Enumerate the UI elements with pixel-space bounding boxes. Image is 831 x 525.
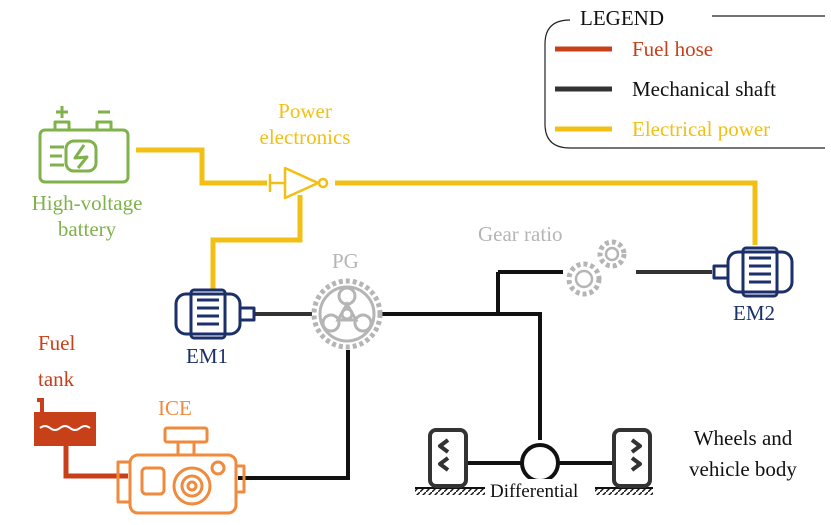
wheel-icon-right xyxy=(612,428,652,488)
legend-label-mechanical-shaft: Mechanical shaft xyxy=(632,77,777,101)
power-electronics-label-line2: electronics xyxy=(259,125,351,149)
battery-label: High-voltage battery xyxy=(0,190,174,242)
em2-label: EM2 xyxy=(733,301,775,325)
em1-motor-icon xyxy=(174,288,256,340)
wheel-icon-left xyxy=(428,428,468,488)
legend-label-electrical-power: Electrical power xyxy=(632,117,771,141)
fuel-hose xyxy=(63,445,128,479)
wheels-label: Wheels and vehicle body xyxy=(655,425,831,482)
planetary-gear-icon xyxy=(311,278,383,350)
legend xyxy=(544,15,825,149)
legend-title: LEGEND xyxy=(574,5,670,31)
battery-label-line2: battery xyxy=(57,217,117,241)
fuel-tank-label-line2: tank xyxy=(38,367,75,391)
inverter-icon xyxy=(268,166,329,200)
fuel-tank-label: Fuel tank xyxy=(38,330,75,392)
wheels-label-line1: Wheels and xyxy=(693,426,793,450)
em2-motor-icon xyxy=(712,246,794,298)
power-electronics-label: Power electronics xyxy=(240,98,370,150)
legend-label-fuel-hose: Fuel hose xyxy=(632,37,714,61)
em1-label: EM1 xyxy=(186,344,228,368)
differential-label: Differential xyxy=(488,479,581,505)
pg-label: PG xyxy=(332,249,359,273)
fuel-tank-label-line1: Fuel xyxy=(38,331,76,355)
electrical-power-lines xyxy=(136,147,758,290)
battery-label-line1: High-voltage xyxy=(31,191,143,215)
ice-label: ICE xyxy=(158,396,192,420)
mechanical-shafts xyxy=(255,270,712,316)
wheels-label-line2: vehicle body xyxy=(689,457,797,481)
battery-icon xyxy=(38,106,130,184)
power-electronics-label-line1: Power xyxy=(278,99,332,123)
gears-icon xyxy=(566,239,627,297)
engine-icon xyxy=(116,426,246,515)
gear-ratio-label: Gear ratio xyxy=(478,222,563,246)
fuel-tank-icon xyxy=(34,398,96,446)
